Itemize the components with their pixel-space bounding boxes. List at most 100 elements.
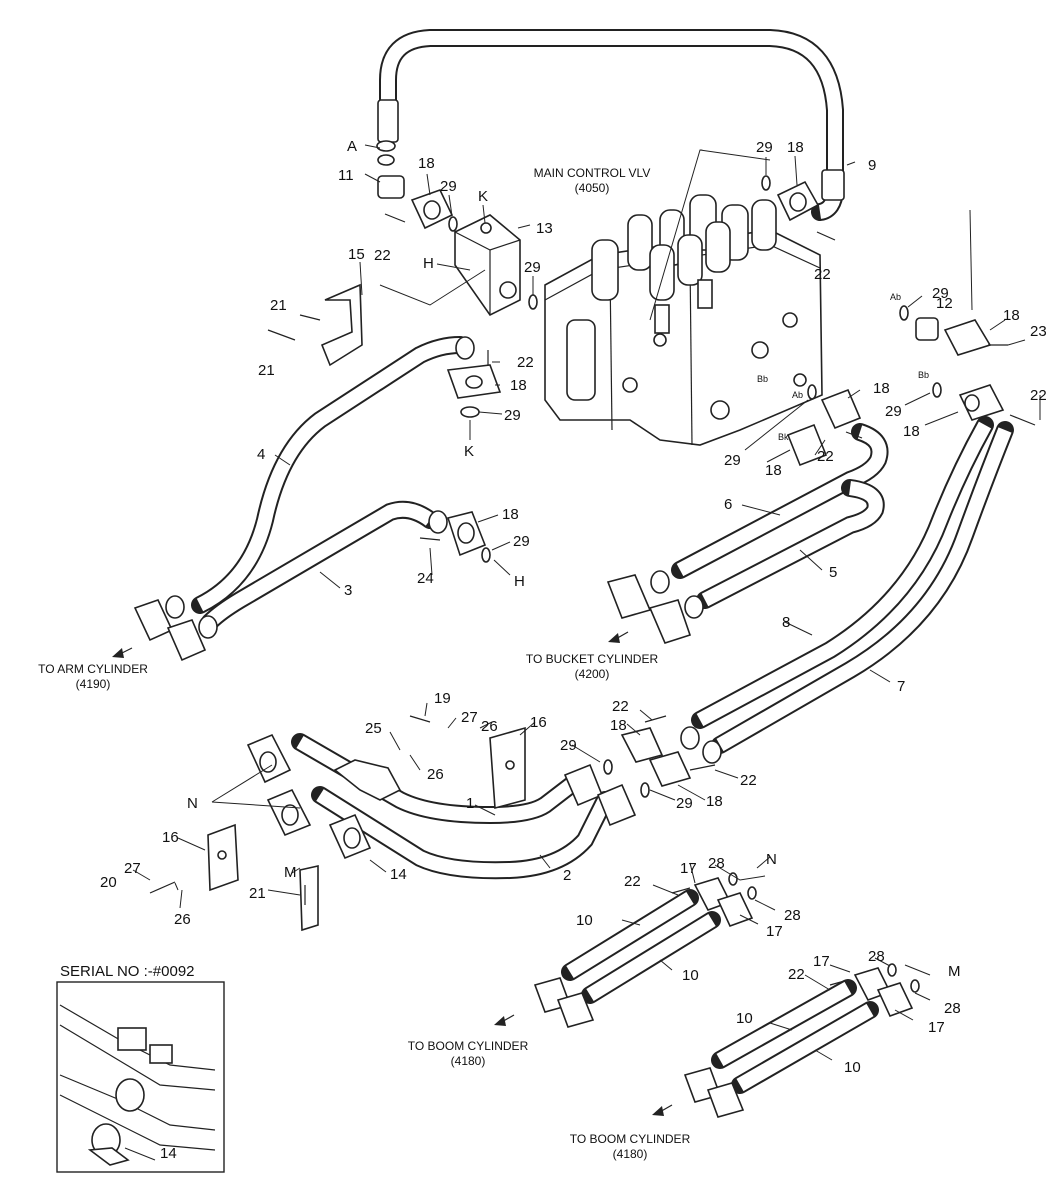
callout-26: 26 — [174, 911, 191, 928]
caption-main-control-valve: MAIN CONTROL VLV — [534, 166, 651, 180]
callout-29: 29 — [524, 259, 541, 276]
block-13 — [454, 214, 521, 317]
callout-28: 28 — [784, 907, 801, 924]
callout-22: 22 — [517, 354, 534, 371]
callout-8: 8 — [782, 614, 790, 631]
callout-17: 17 — [680, 860, 697, 877]
bolts — [149, 213, 1036, 986]
callout-26: 26 — [481, 718, 498, 735]
leader-lines — [132, 144, 1041, 1061]
callout-18: 18 — [1003, 307, 1020, 324]
callout-13: 13 — [536, 220, 553, 237]
callout-19: 19 — [434, 690, 451, 707]
inset-part-label: 14 — [160, 1145, 177, 1162]
callout-H: H — [514, 573, 525, 590]
callout-M: M — [284, 864, 297, 881]
callout-23: 23 — [1030, 323, 1047, 340]
callout-18: 18 — [873, 380, 890, 397]
callout-27: 27 — [124, 860, 141, 877]
arrow-boom-2-head — [652, 1106, 664, 1116]
callout-21: 21 — [270, 297, 287, 314]
port-mark: Bk — [778, 432, 789, 442]
tube-flanges-right — [563, 763, 637, 827]
callout-17: 17 — [766, 923, 783, 940]
flange-18-h — [446, 511, 487, 557]
callout-10: 10 — [844, 1059, 861, 1076]
callout-10: 10 — [682, 967, 699, 984]
callout-6: 6 — [724, 496, 732, 513]
caption-to-bucket-cylinder-code: (4200) — [575, 667, 610, 681]
flange-18-right-side — [915, 317, 1005, 421]
tube-2 — [311, 786, 614, 880]
hose-4 — [191, 336, 475, 614]
caption-to-arm-cylinder-code: (4190) — [76, 677, 111, 691]
callout-18: 18 — [510, 377, 527, 394]
callout-29: 29 — [560, 737, 577, 754]
callout-29: 29 — [756, 139, 773, 156]
callout-21: 21 — [249, 885, 266, 902]
caption-to-boom-cylinder-2: TO BOOM CYLINDER — [570, 1132, 691, 1146]
callout-22: 22 — [1030, 387, 1047, 404]
callout-18: 18 — [903, 423, 920, 440]
o-rings — [376, 140, 942, 993]
callout-18: 18 — [765, 462, 782, 479]
callout-26: 26 — [427, 766, 444, 783]
boom-hoses-1 — [533, 877, 754, 1028]
clamp-16-bottom — [207, 823, 239, 892]
callout-A: A — [347, 138, 357, 155]
callout-22: 22 — [374, 247, 391, 264]
callout-22: 22 — [788, 966, 805, 983]
callout-29: 29 — [440, 178, 457, 195]
flange-18-k — [446, 364, 502, 399]
callout-9: 9 — [868, 157, 876, 174]
port-mark: Bb — [918, 370, 929, 380]
callout-29: 29 — [932, 285, 949, 302]
callout-21: 21 — [258, 362, 275, 379]
port-mark: Bb — [757, 374, 768, 384]
callout-18: 18 — [706, 793, 723, 810]
main-control-valve — [544, 194, 823, 446]
callout-27: 27 — [461, 709, 478, 726]
caption-to-boom-cylinder-1: TO BOOM CYLINDER — [408, 1039, 529, 1053]
callout-17: 17 — [928, 1019, 945, 1036]
callout-22: 22 — [814, 266, 831, 283]
caption-to-arm-cylinder: TO ARM CYLINDER — [38, 662, 148, 676]
serial-inset: SERIAL NO :-#0092 14 — [56, 963, 225, 1173]
callout-22: 22 — [740, 772, 757, 789]
callout-18: 18 — [787, 139, 804, 156]
callout-K: K — [478, 188, 488, 205]
boom-hoses-2 — [683, 967, 914, 1118]
hose-5 — [696, 479, 885, 609]
hose-8 — [691, 416, 994, 729]
callout-2: 2 — [563, 867, 571, 884]
callout-29: 29 — [513, 533, 530, 550]
flange-18-lower — [620, 726, 722, 787]
callout-29: 29 — [676, 795, 693, 812]
plate-21-m — [299, 865, 319, 932]
hose-9 — [377, 29, 845, 221]
port-marks: Ab Bb Ab Bb Bk — [757, 292, 929, 442]
callout-1: 1 — [466, 795, 474, 812]
callout-20: 20 — [100, 874, 117, 891]
callout-17: 17 — [813, 953, 830, 970]
callout-10: 10 — [736, 1010, 753, 1027]
callout-22: 22 — [817, 448, 834, 465]
callout-5: 5 — [829, 564, 837, 581]
callout-7: 7 — [897, 678, 905, 695]
port-mark: Ab — [890, 292, 901, 302]
callout-12: 12 — [936, 295, 953, 312]
bracket-14 — [333, 759, 402, 801]
callout-14: 14 — [390, 866, 407, 883]
callout-28: 28 — [868, 948, 885, 965]
callout-K: K — [464, 443, 474, 460]
hose-7 — [711, 421, 1014, 754]
caption-to-boom-cylinder-1-code: (4180) — [451, 1054, 486, 1068]
arrow-bucket-head — [608, 633, 620, 643]
callout-25: 25 — [365, 720, 382, 737]
callout-18: 18 — [610, 717, 627, 734]
hose-6 — [671, 423, 889, 579]
callout-3: 3 — [344, 582, 352, 599]
hose-3 — [201, 500, 448, 631]
caption-to-bucket-cylinder: TO BUCKET CYLINDER — [526, 652, 659, 666]
